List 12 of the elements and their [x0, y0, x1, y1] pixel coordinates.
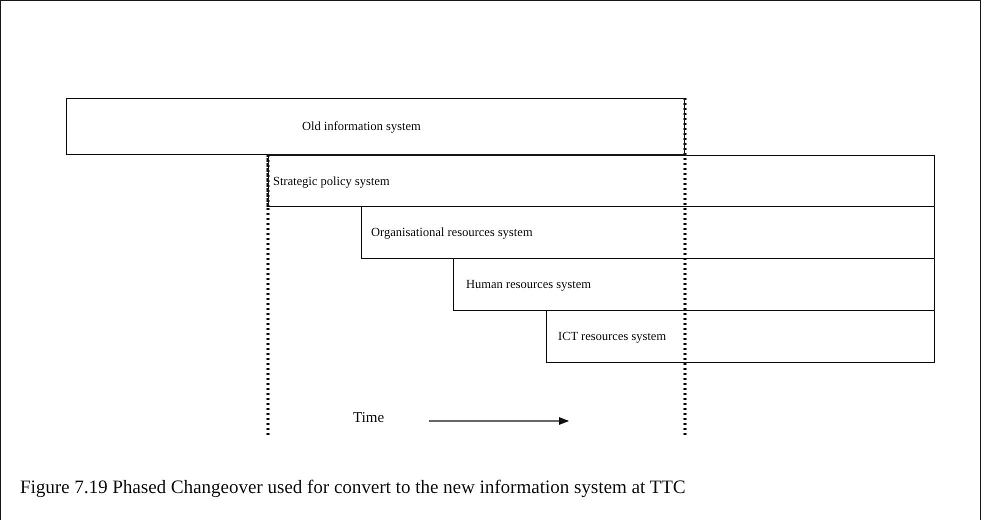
phase-bar: [546, 310, 935, 363]
phase-label: Human resources system: [466, 277, 591, 292]
phase-label: Organisational resources system: [371, 225, 533, 240]
figure-caption: Figure 7.19 Phased Changeover used for convert to the new information system at TTC: [20, 477, 686, 499]
axis-label: Time: [353, 410, 384, 427]
phase-bar: [268, 155, 935, 207]
phase-bar: [453, 258, 935, 311]
phase-bar: [361, 206, 935, 259]
phase-label: ICT resources system: [558, 329, 666, 344]
phase-label: Strategic policy system: [273, 174, 390, 188]
phase-label: Old information system: [302, 119, 421, 134]
phase-bar: [66, 98, 685, 155]
